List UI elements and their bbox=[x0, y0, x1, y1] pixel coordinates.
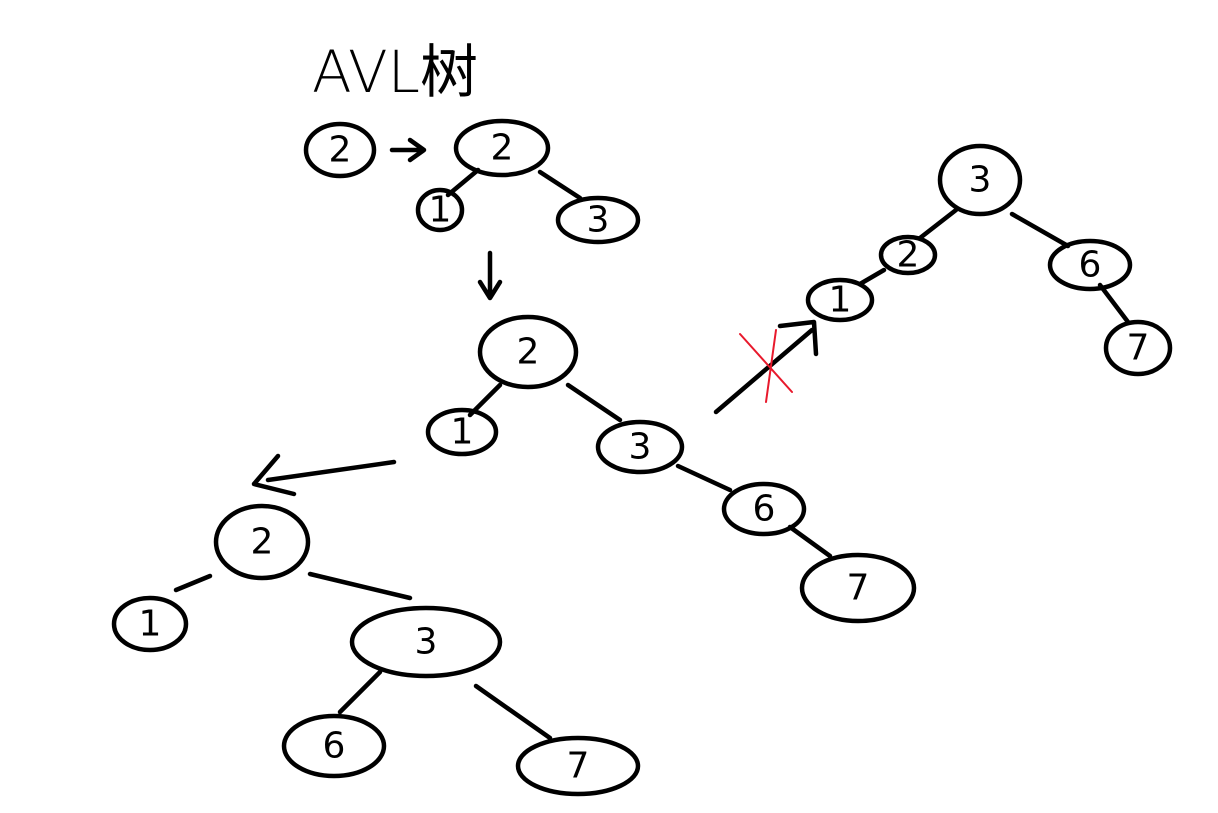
arrow-down bbox=[477, 250, 503, 301]
tree-edge bbox=[337, 669, 383, 715]
node-circle bbox=[878, 234, 938, 276]
node-label: 2 bbox=[329, 130, 352, 171]
node-circle bbox=[1047, 238, 1133, 292]
node-circle bbox=[721, 481, 807, 537]
tree-edge bbox=[675, 463, 733, 493]
tree-edge bbox=[1009, 211, 1071, 249]
tree-edge bbox=[917, 207, 959, 241]
arrow-left bbox=[251, 453, 397, 497]
node-label: 1 bbox=[429, 190, 452, 231]
tree-edge bbox=[787, 524, 833, 559]
node-label: 7 bbox=[567, 746, 590, 787]
node-label: 3 bbox=[629, 427, 652, 468]
tree-edge bbox=[445, 167, 481, 198]
node-label: 2 bbox=[517, 332, 540, 373]
tree-edge bbox=[1097, 282, 1131, 325]
node-label: 2 bbox=[251, 522, 274, 563]
node-circle bbox=[477, 314, 579, 390]
tree-after-rotation: 2 1 3 6 7 bbox=[111, 503, 641, 797]
arrow-insert-6-7 bbox=[477, 250, 503, 301]
node-circle bbox=[555, 195, 641, 245]
node-circle bbox=[595, 419, 685, 475]
tree-edge bbox=[307, 571, 413, 601]
node-circle bbox=[799, 552, 917, 624]
node-label: 2 bbox=[491, 128, 514, 169]
node-label: 6 bbox=[1079, 245, 1102, 286]
node-circle bbox=[111, 595, 189, 653]
node-label: 1 bbox=[139, 604, 162, 645]
node-circle bbox=[303, 121, 377, 179]
node-circle bbox=[1103, 319, 1173, 377]
node-circle bbox=[281, 713, 387, 779]
tree-edge bbox=[565, 382, 623, 423]
node-circle bbox=[425, 407, 499, 457]
node-circle bbox=[805, 277, 875, 323]
tree-edge bbox=[537, 169, 583, 201]
node-circle bbox=[415, 187, 465, 233]
node-circle bbox=[213, 503, 311, 581]
tree-unbalanced: 2 1 3 6 7 bbox=[425, 314, 917, 624]
node-label: 3 bbox=[969, 160, 992, 201]
arrow-insert-1-3 bbox=[389, 137, 427, 163]
node-label: 3 bbox=[587, 200, 610, 241]
node-circle bbox=[349, 605, 503, 679]
arrow-to-rotated-left bbox=[251, 453, 397, 497]
node-label: 3 bbox=[415, 622, 438, 663]
arrow-up-right bbox=[713, 319, 819, 415]
tree-rejected: 3 2 1 6 7 bbox=[805, 143, 1173, 377]
node-label: 6 bbox=[323, 726, 346, 767]
node-label: 1 bbox=[451, 412, 474, 453]
node-label: 2 bbox=[897, 235, 920, 276]
tree-three-nodes: 2 1 3 bbox=[415, 118, 641, 245]
arrow-right bbox=[389, 137, 427, 163]
tree-edge bbox=[857, 267, 887, 287]
node-label: 6 bbox=[753, 489, 776, 530]
diagram-title: AVL树 bbox=[312, 38, 478, 106]
node-circle bbox=[453, 118, 551, 178]
tree-single-node: 2 bbox=[303, 121, 377, 179]
red-x-mark bbox=[739, 329, 793, 403]
node-circle bbox=[937, 143, 1023, 217]
node-label: 1 bbox=[829, 280, 852, 321]
node-circle bbox=[515, 735, 641, 797]
node-label: 7 bbox=[847, 568, 870, 609]
tree-edge bbox=[173, 573, 213, 593]
node-label: 7 bbox=[1127, 328, 1150, 369]
arrow-crossed-out bbox=[713, 319, 819, 415]
tree-edge bbox=[473, 683, 553, 741]
